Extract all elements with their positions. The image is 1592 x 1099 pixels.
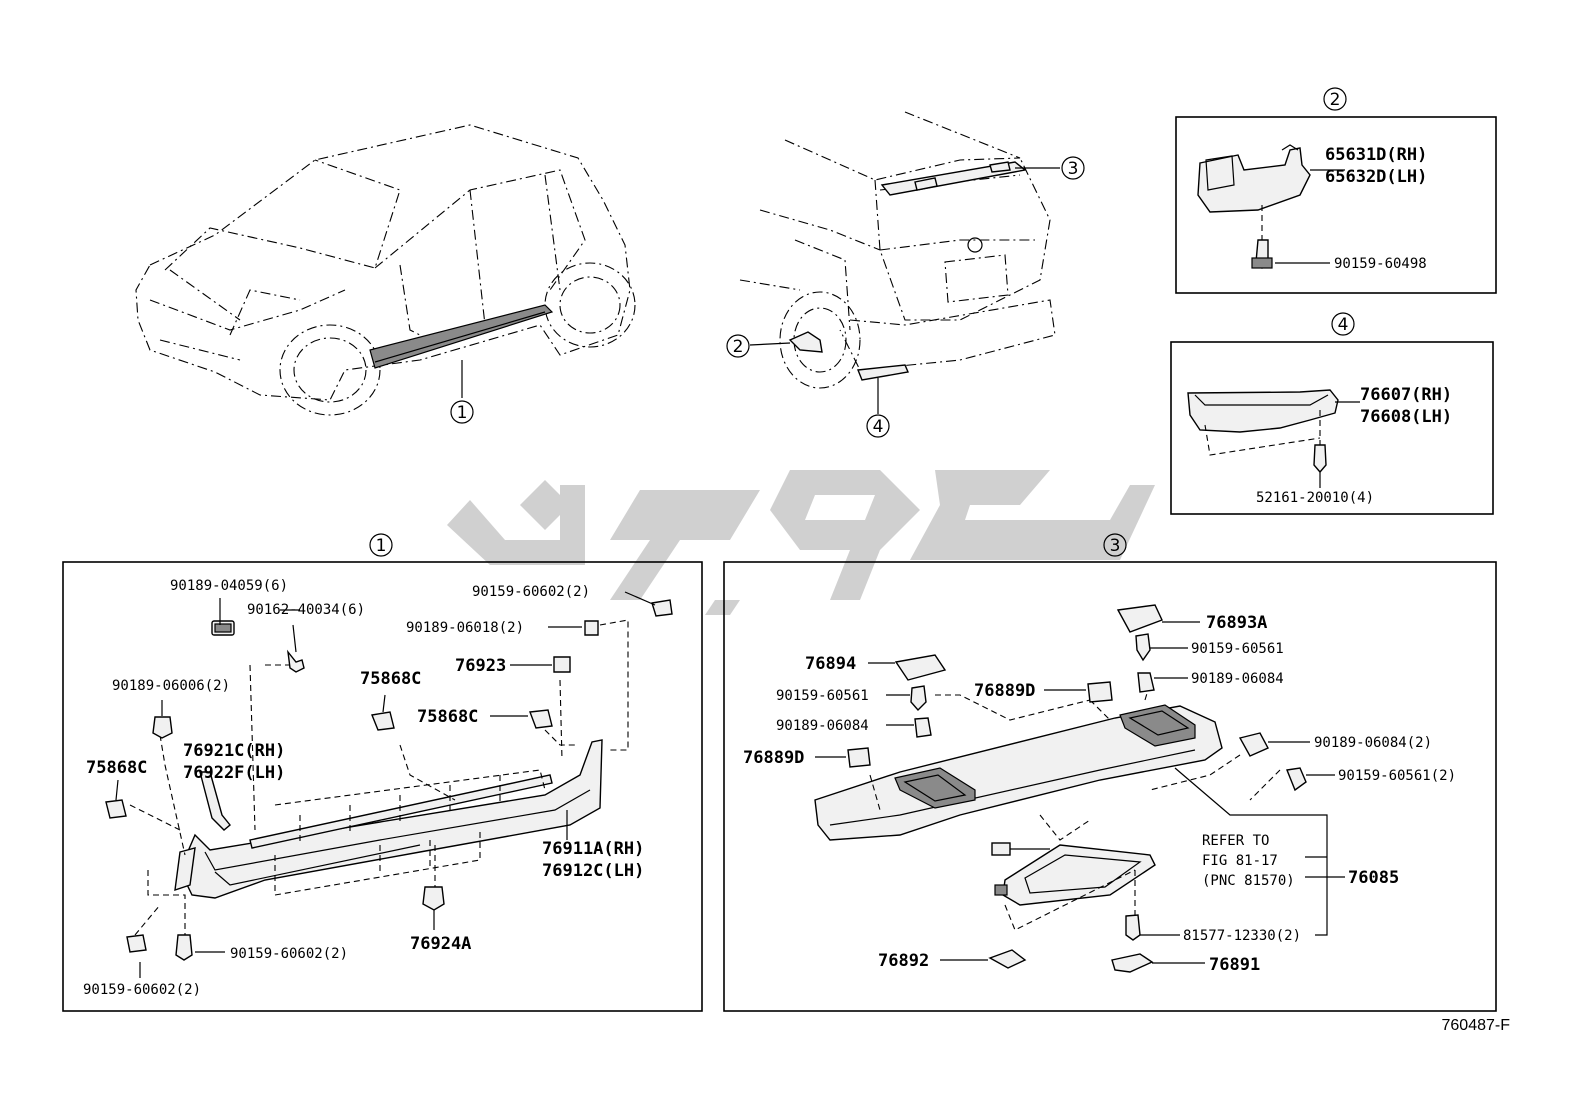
- detail-1-callout: 1: [376, 536, 387, 556]
- label-90159-60602-mid: 90159-60602(2): [230, 946, 348, 962]
- label-76891: 76891: [1209, 955, 1260, 975]
- label-90159-60498: 90159-60498: [1334, 256, 1427, 272]
- label-76893a: 76893A: [1206, 613, 1267, 633]
- label-90162-40034: 90162-40034(6): [247, 602, 365, 618]
- label-90189-06018: 90189-06018(2): [406, 620, 524, 636]
- label-90159-60561-b: 90159-60561: [776, 688, 869, 704]
- detail-3-callout: 3: [1110, 536, 1121, 556]
- label-65631d: 65631D(RH): [1325, 145, 1427, 165]
- rocker-moulding-76911a: [179, 739, 603, 899]
- detail-2-mudguard-panel: 2 65631D(RH) 65632D(LH) 90159-60498: [1175, 87, 1497, 294]
- label-75868c-c: 75868C: [86, 758, 147, 778]
- callout-3-label: 3: [1068, 159, 1079, 179]
- label-fig-81-17: FIG 81-17: [1202, 853, 1278, 869]
- label-90159-60602-bot: 90159-60602(2): [83, 982, 201, 998]
- label-75868c-b: 75868C: [417, 707, 478, 727]
- label-76085: 76085: [1348, 868, 1399, 888]
- label-76889d-a: 76889D: [974, 681, 1035, 701]
- label-65632d: 65632D(LH): [1325, 167, 1427, 187]
- label-90159-60602-top: 90159-60602(2): [472, 584, 590, 600]
- label-76889d-b: 76889D: [743, 748, 804, 768]
- detail-2-callout: 2: [1330, 90, 1341, 110]
- label-90189-06084-c: 90189-06084(2): [1314, 735, 1432, 751]
- car-rear-view-illustration: 3 2 4: [726, 111, 1085, 438]
- label-76911a: 76911A(RH): [542, 839, 644, 859]
- mudguard-part-65631d: [1197, 147, 1311, 213]
- label-52161-20010: 52161-20010(4): [1256, 490, 1374, 506]
- label-76921c: 76921C(RH): [183, 741, 285, 761]
- label-90189-06084-a: 90189-06084: [1191, 671, 1284, 687]
- label-76912c: 76912C(LH): [542, 861, 644, 881]
- callout-2-label: 2: [733, 337, 744, 357]
- callout-1-label: 1: [457, 403, 468, 423]
- callout-4-label: 4: [873, 417, 884, 437]
- watermark-logo: [447, 470, 1155, 615]
- label-76922f: 76922F(LH): [183, 763, 285, 783]
- detail-4-rear-bumper-panel: 4 76607(RH) 76608(LH) 52161-20010(4): [1170, 312, 1494, 515]
- detail-1-rocker-panel: 1: [62, 533, 703, 1012]
- label-76894: 76894: [805, 654, 856, 674]
- label-76923: 76923: [455, 656, 506, 676]
- label-76607: 76607(RH): [1360, 385, 1452, 405]
- label-refer-to: REFER TO: [1202, 833, 1269, 849]
- label-90159-60561-c: 90159-60561(2): [1338, 768, 1456, 784]
- detail-3-rear-spoiler-panel: 3: [723, 533, 1497, 1012]
- label-76892: 76892: [878, 951, 929, 971]
- stop-lamp-81570: [1002, 844, 1156, 906]
- label-90189-06084-b: 90189-06084: [776, 718, 869, 734]
- label-pnc-81570: (PNC 81570): [1202, 873, 1295, 889]
- rear-spoiler-76085: [814, 705, 1223, 841]
- label-81577-12330: 81577-12330(2): [1183, 928, 1301, 944]
- label-90159-60561-a: 90159-60561: [1191, 641, 1284, 657]
- label-76924a: 76924A: [410, 934, 471, 954]
- label-76608: 76608(LH): [1360, 407, 1452, 427]
- label-75868c-a: 75868C: [360, 669, 421, 689]
- detail-4-callout: 4: [1338, 315, 1349, 335]
- bumper-part-76607: [1187, 389, 1339, 433]
- label-90189-04059: 90189-04059(6): [170, 578, 288, 594]
- figure-code: 760487-F: [1442, 1017, 1511, 1034]
- label-90189-06006: 90189-06006(2): [112, 678, 230, 694]
- car-front-view-illustration: 1: [135, 124, 636, 424]
